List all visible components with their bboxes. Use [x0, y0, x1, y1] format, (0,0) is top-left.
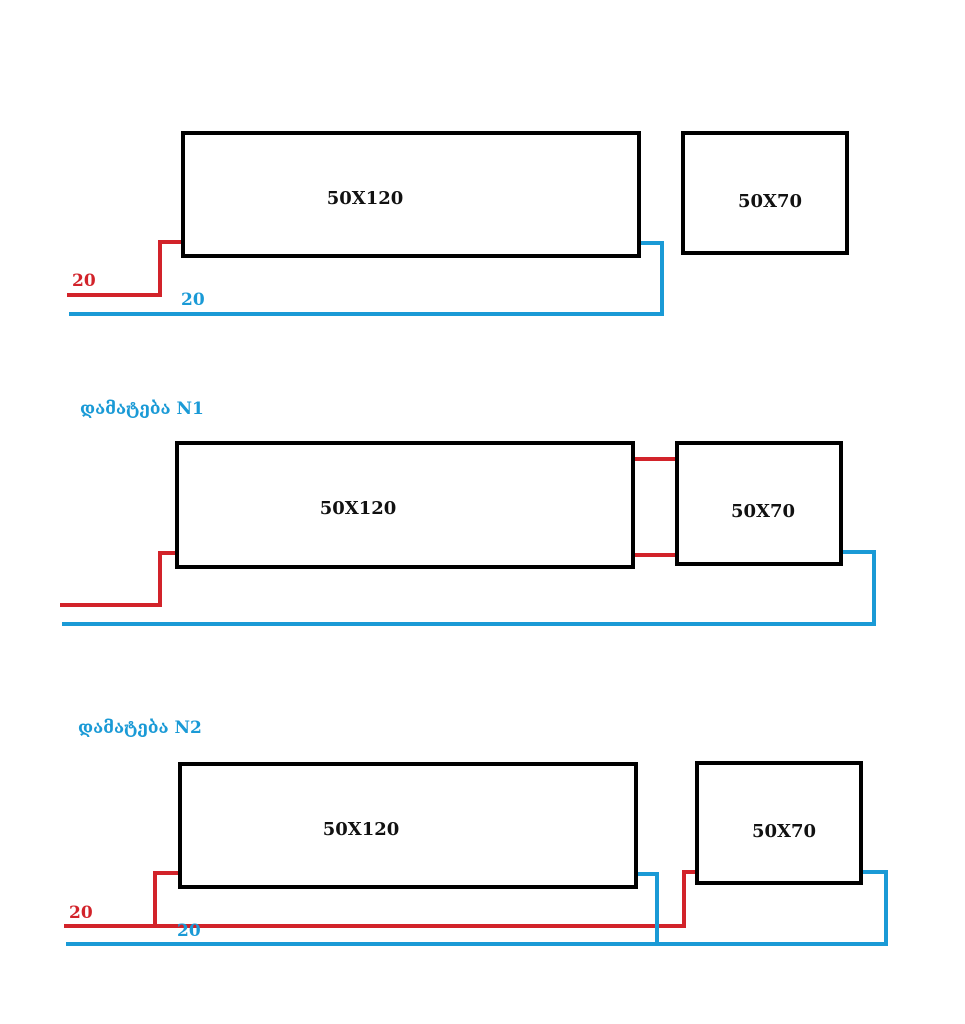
diagram-3: დამატება N2 50X120 50X70 20 20	[64, 718, 888, 946]
section-title-2: დამატება N2	[78, 718, 202, 738]
supply-pipe-1	[67, 240, 183, 297]
radiator-small-label-1: 50X70	[738, 191, 802, 212]
radiator-small-1	[681, 131, 849, 255]
return-pipe-2	[62, 550, 876, 626]
return-pipe-3	[66, 870, 888, 946]
supply-branch-3	[153, 871, 180, 926]
radiator-large-label-3: 50X120	[323, 819, 400, 840]
supply-label-1: 20	[72, 271, 96, 291]
radiator-small-label-3: 50X70	[752, 821, 816, 842]
diagram-2: დამატება N1 50X120 50X70	[60, 399, 876, 626]
radiator-large-2	[175, 441, 635, 569]
return-branch-3	[636, 872, 659, 944]
radiator-large-label-2: 50X120	[320, 498, 397, 519]
radiator-large-label-1: 50X120	[327, 188, 404, 209]
supply-label-3: 20	[69, 903, 93, 923]
radiator-large-3	[178, 762, 638, 889]
supply-pipe-3	[64, 870, 697, 928]
radiator-small-3	[695, 761, 863, 885]
radiator-large-1	[181, 131, 641, 258]
radiator-small-2	[675, 441, 843, 566]
return-label-1: 20	[181, 290, 205, 310]
diagram-1: 50X120 50X70 20 20	[67, 131, 849, 316]
return-label-3: 20	[177, 921, 201, 941]
return-pipe-1	[69, 241, 664, 316]
supply-pipe-2	[60, 551, 177, 607]
radiator-small-label-2: 50X70	[731, 501, 795, 522]
section-title-1: დამატება N1	[80, 399, 204, 419]
